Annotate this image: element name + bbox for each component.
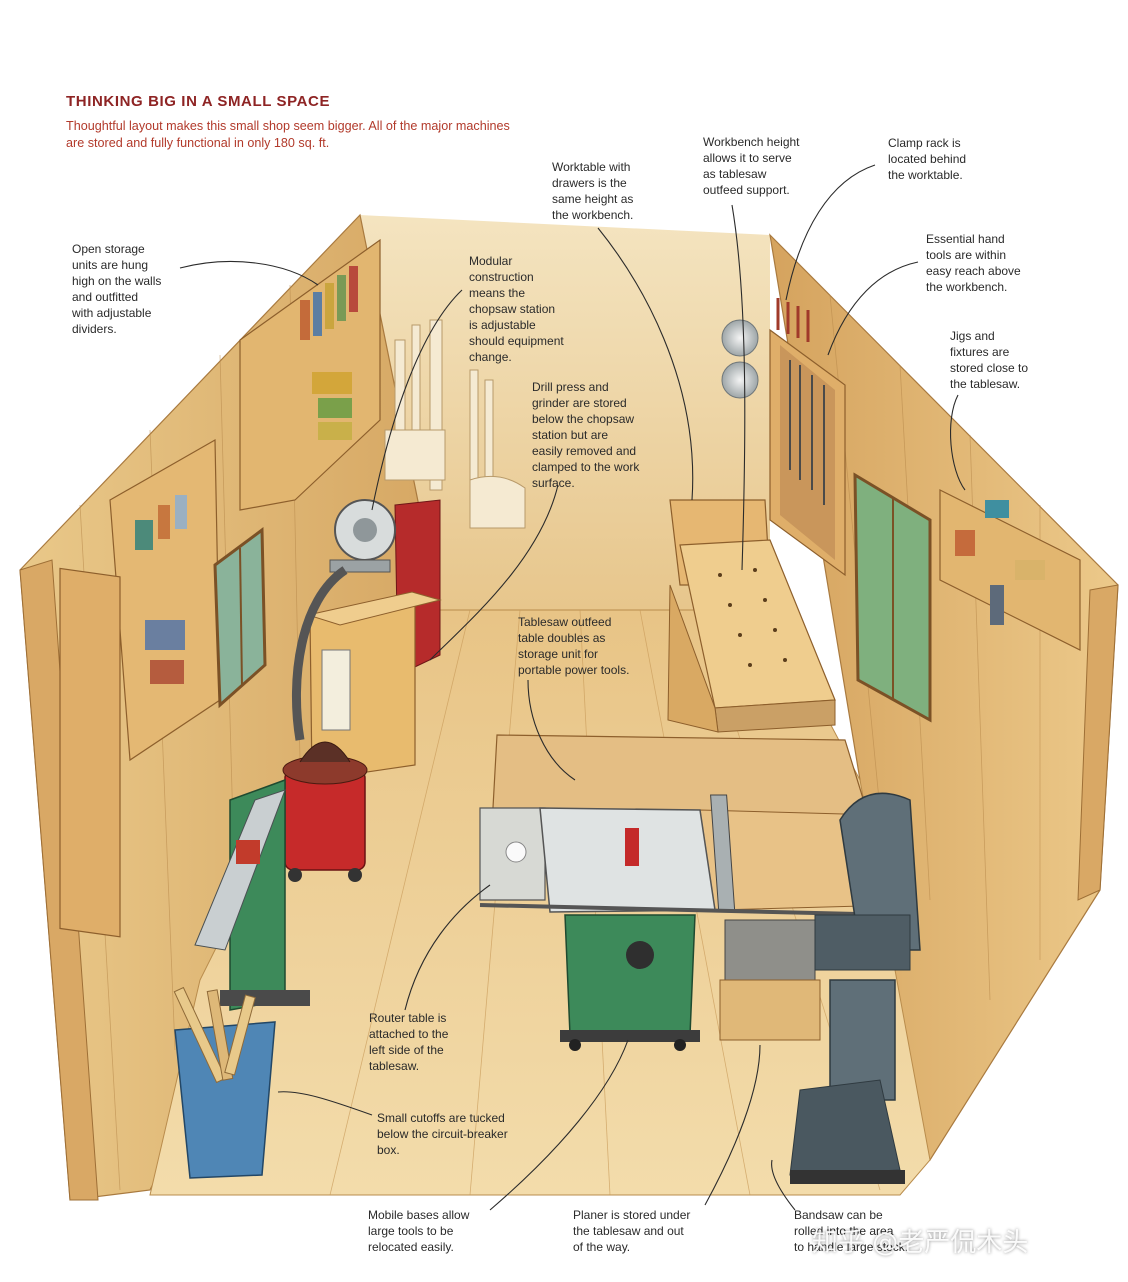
diagram-subtitle: Thoughtful layout makes this small shop … bbox=[66, 119, 510, 150]
leader-bandsaw bbox=[771, 1159, 796, 1211]
bandsaw bbox=[789, 792, 921, 1184]
leader-router bbox=[404, 884, 491, 1011]
vacuum-hose bbox=[291, 566, 348, 741]
callout-bandsaw: Bandsaw can be rolled into the area to h… bbox=[794, 1208, 909, 1254]
right-corner-post bbox=[1077, 584, 1119, 901]
leader-jigs bbox=[950, 394, 966, 491]
leader-cutoffs bbox=[277, 1091, 373, 1116]
drill-press-stored bbox=[321, 649, 351, 731]
shop-vacuum bbox=[282, 741, 368, 882]
leader-lines bbox=[179, 164, 966, 1211]
bench-dog-holes bbox=[718, 568, 787, 667]
leader-mobile-bases bbox=[489, 1039, 629, 1211]
leader-planer bbox=[704, 1044, 761, 1206]
back-wall bbox=[360, 215, 770, 610]
jigs-shelf bbox=[939, 489, 1081, 651]
hand-tool-cabinet bbox=[769, 328, 846, 577]
callout-modular-construction: Modular construction means the chopsaw s… bbox=[469, 254, 564, 364]
open-storage-units bbox=[59, 238, 381, 938]
leader-clamp-rack bbox=[785, 164, 876, 301]
left-window bbox=[213, 527, 267, 709]
callout-cutoffs: Small cutoffs are tucked below the circu… bbox=[377, 1111, 508, 1157]
clamp-rack bbox=[776, 298, 810, 342]
back-wall-tools bbox=[384, 319, 526, 529]
blade-guard-red bbox=[625, 828, 639, 866]
callout-jigs: Jigs and fixtures are stored close to th… bbox=[950, 329, 1029, 391]
tablesaw bbox=[479, 794, 901, 1051]
saw-cabinet-green bbox=[564, 914, 696, 1036]
leader-modular bbox=[371, 289, 463, 511]
chopsaw-station bbox=[291, 499, 442, 781]
callout-outfeed: Tablesaw outfeed table doubles as storag… bbox=[518, 615, 630, 677]
leader-drill-press bbox=[429, 484, 559, 661]
planer bbox=[719, 919, 821, 1041]
leader-outfeed bbox=[527, 679, 576, 781]
callout-planer: Planer is stored under the tablesaw and … bbox=[573, 1208, 691, 1254]
shelf-items-lower bbox=[135, 495, 187, 684]
shelf-items-upper bbox=[300, 266, 358, 440]
callout-worktable: Worktable with drawers is the same heigh… bbox=[552, 160, 634, 222]
callout-mobile-bases: Mobile bases allow large tools to be rel… bbox=[368, 1208, 470, 1254]
scrap-bin bbox=[173, 986, 276, 1179]
leader-workbench-height bbox=[731, 204, 746, 571]
saw-blades-hanging bbox=[721, 319, 759, 399]
diagram-title: THINKING BIG IN A SMALL SPACE bbox=[66, 93, 331, 110]
leader-hand-tools bbox=[827, 261, 919, 356]
tall-cabinet bbox=[59, 567, 121, 938]
callout-hand-tools: Essential hand tools are within easy rea… bbox=[926, 232, 1021, 294]
callout-open-storage: Open storage units are hung high on the … bbox=[72, 242, 162, 336]
station-top bbox=[306, 591, 442, 626]
left-corner-post bbox=[19, 559, 99, 1201]
callout-drill-press: Drill press and grinder are stored below… bbox=[532, 380, 640, 490]
jointer bbox=[194, 778, 310, 1011]
leader-worktable bbox=[597, 227, 694, 501]
callout-clamp-rack: Clamp rack is located behind the worktab… bbox=[888, 136, 967, 182]
callout-router-table: Router table is attached to the left sid… bbox=[369, 1011, 449, 1073]
workbench bbox=[667, 499, 836, 733]
callout-workbench-height: Workbench height allows it to serve as t… bbox=[703, 135, 800, 197]
leader-open-storage bbox=[179, 261, 319, 286]
watermark-text: 知乎 @老严侃木头 bbox=[812, 1228, 1029, 1258]
